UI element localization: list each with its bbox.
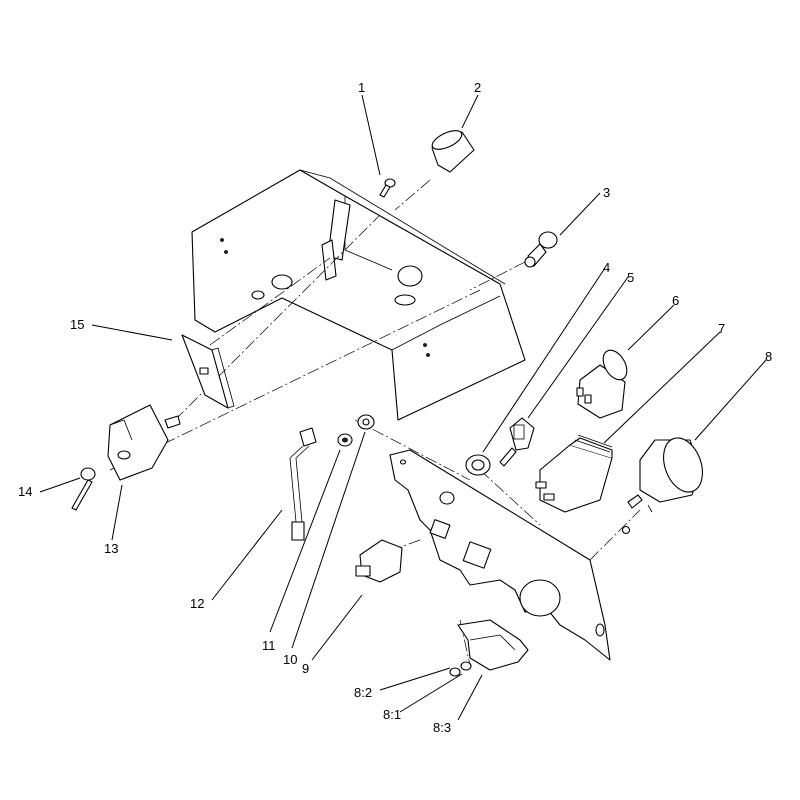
part-7-relay-switch — [535, 434, 613, 513]
part-9-connector — [355, 539, 403, 583]
callout-13: 13 — [104, 541, 118, 556]
leader-1 — [361, 94, 381, 176]
part-14-nut-and-rod — [71, 467, 96, 511]
leader-3 — [559, 192, 601, 236]
leader-11 — [269, 449, 341, 633]
part-6-switch — [576, 349, 628, 419]
part-5-key — [499, 417, 535, 467]
leader-lines — [39, 94, 767, 721]
leader-8-2 — [379, 667, 451, 691]
callout-1: 1 — [358, 80, 365, 95]
callout-2: 2 — [474, 80, 481, 95]
leader-5 — [527, 276, 629, 419]
leader-6 — [627, 304, 675, 351]
callout-9: 9 — [302, 661, 309, 676]
leader-9 — [311, 594, 363, 661]
leader-8-1 — [399, 673, 463, 713]
callout-10: 10 — [283, 652, 297, 667]
leader-13 — [111, 484, 123, 541]
callout-15: 15 — [70, 317, 84, 332]
callout-12: 12 — [190, 596, 204, 611]
callout-7: 7 — [718, 321, 725, 336]
leader-12 — [211, 509, 283, 601]
part-10-washer — [357, 414, 375, 430]
part-8-1-nut — [460, 661, 472, 671]
callout-labels: 1 2 3 4 5 6 7 8 9 10 11 12 13 14 15 8:1 … — [18, 80, 772, 735]
front-panel — [389, 449, 611, 661]
part-8-3-clip — [457, 619, 529, 671]
callout-8-3: 8:3 — [433, 720, 451, 735]
part-12-wire-harness — [289, 427, 317, 541]
leader-4 — [482, 267, 606, 453]
leader-14 — [39, 477, 81, 493]
part-4-nut — [465, 454, 491, 476]
leader-8-3 — [457, 674, 483, 721]
callout-6: 6 — [672, 293, 679, 308]
leader-8 — [694, 359, 767, 441]
callout-8-1: 8:1 — [383, 707, 401, 722]
callout-5: 5 — [627, 270, 634, 285]
callout-11: 11 — [262, 638, 276, 653]
part-3-light — [524, 231, 558, 268]
callout-4: 4 — [603, 260, 610, 275]
part-8-gauge — [621, 437, 703, 535]
rear-panel — [191, 169, 526, 421]
part-13-bracket — [107, 404, 181, 481]
part-2-knob — [431, 130, 475, 173]
part-11-nut — [337, 433, 353, 447]
leader-15 — [91, 324, 173, 341]
callout-3: 3 — [603, 185, 610, 200]
leader-2 — [461, 94, 479, 129]
part-1-screw — [379, 178, 396, 198]
part-8-2-washer — [449, 667, 461, 677]
leader-10 — [291, 431, 366, 649]
part-15-plate — [181, 334, 235, 409]
callout-8: 8 — [765, 349, 772, 364]
callout-14: 14 — [18, 484, 32, 499]
leader-7 — [603, 331, 721, 444]
callout-8-2: 8:2 — [354, 685, 372, 700]
